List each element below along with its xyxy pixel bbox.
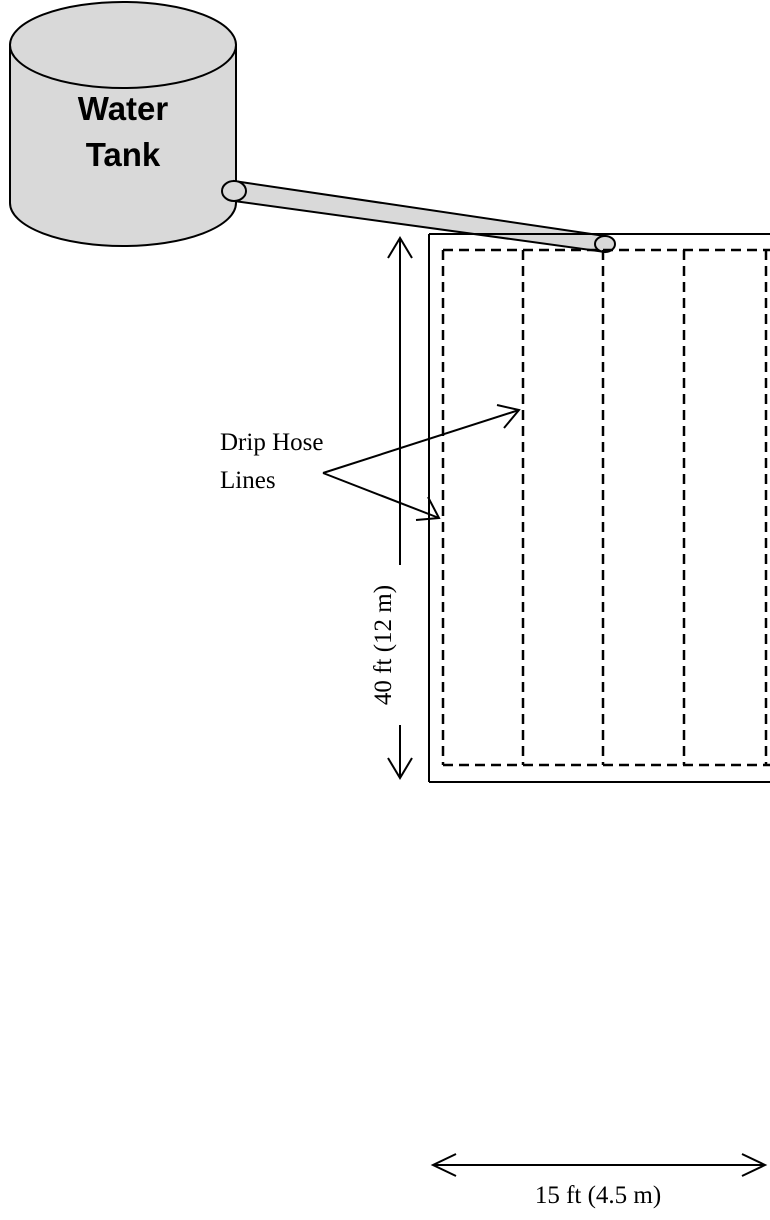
length-arrowhead-bottom <box>387 757 413 780</box>
callout-arrow-to-hose-1 <box>322 472 440 519</box>
tank-label-line1: Water <box>78 90 169 127</box>
callout-arrowhead-2 <box>496 404 521 429</box>
callout-label-line2: Lines <box>220 467 276 494</box>
hose-callout: Drip Hose Lines <box>220 404 521 521</box>
tank-label-line2: Tank <box>86 136 161 173</box>
length-dimension: 40 ft (12 m) <box>370 236 413 780</box>
length-dimension-label: 40 ft (12 m) <box>370 585 397 705</box>
pipe-end-outlet <box>594 235 616 253</box>
pipe-opening <box>221 180 247 202</box>
water-tank: Water Tank <box>9 1 237 247</box>
callout-label-line1: Drip Hose <box>220 429 323 456</box>
width-arrowhead-right <box>741 1153 768 1177</box>
drip-hose-lines <box>441 248 770 767</box>
length-arrowhead-top <box>387 236 413 259</box>
supply-pipe <box>221 179 616 254</box>
tank-top <box>9 1 237 89</box>
callout-arrowhead-1 <box>415 496 441 521</box>
length-label-gap <box>388 565 412 725</box>
width-arrowhead-left <box>430 1153 457 1177</box>
tank-body <box>9 44 237 247</box>
width-dimension: 15 ft (4.5 m) <box>430 1153 768 1209</box>
pipe-body <box>233 179 606 254</box>
callout-arrow-to-hose-2 <box>322 409 520 474</box>
width-dimension-label: 15 ft (4.5 m) <box>535 1182 661 1209</box>
garden-bed <box>428 233 770 783</box>
